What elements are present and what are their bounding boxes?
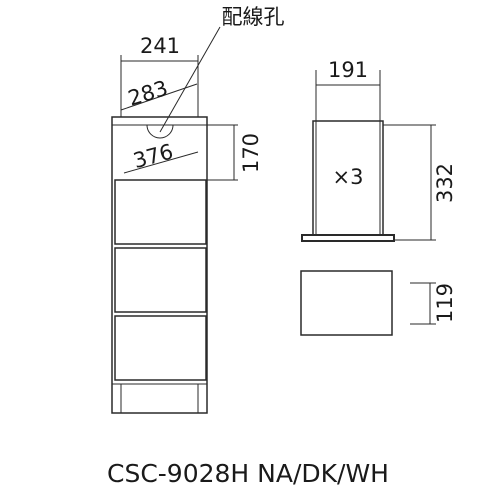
width-dimension-label: 241 [140, 34, 180, 58]
cabinet-front-view [111, 116, 208, 414]
drawer-depth-dimension: 332 [383, 124, 457, 241]
wiring-hole-label: 配線孔 [222, 5, 285, 29]
drawer-front-view [300, 270, 393, 336]
drawer-top-view: ×3 [301, 120, 395, 242]
drawer-front-1 [114, 179, 207, 245]
top-section-height-label: 170 [239, 133, 263, 173]
drawer-width-dimension: 191 [315, 58, 381, 121]
drawer-box [312, 120, 384, 236]
drawer-quantity-label: ×3 [333, 165, 364, 189]
drawer-front-2 [114, 247, 207, 313]
wiring-hole-cutout [146, 124, 174, 139]
wiring-hole-callout: 配線孔 [159, 5, 285, 133]
depth-dimension-label: 283 [125, 76, 170, 111]
model-title: CSC-9028H NA/DK/WH [107, 459, 389, 488]
drawer-width-label: 191 [328, 58, 368, 82]
drawer-height-label: 119 [433, 283, 457, 323]
drawer-front-3 [114, 315, 207, 381]
top-section-height-dimension: 170 [207, 124, 263, 181]
drawer-depth-label: 332 [433, 163, 457, 203]
width-dimension: 241 [120, 34, 199, 117]
depth-dimension: 283 [120, 76, 198, 111]
drawer-height-dimension: 119 [410, 282, 457, 325]
drawer-front-panel [301, 234, 395, 242]
